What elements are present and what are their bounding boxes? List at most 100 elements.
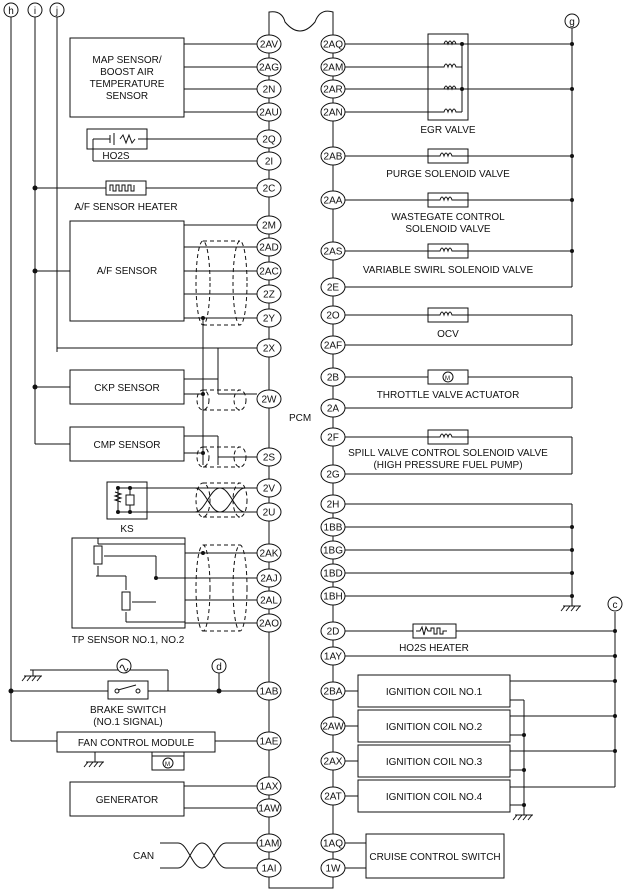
pin-right-1aq: 1AQ: [320, 833, 346, 853]
ground-icon: [83, 752, 104, 768]
pin-right-2a: 2A: [320, 398, 346, 418]
pin-right-2f: 2F: [320, 427, 346, 447]
shielded-wire-icon: [195, 240, 248, 326]
svg-text:CRUISE CONTROL SWITCH: CRUISE CONTROL SWITCH: [369, 852, 500, 863]
solenoid-coil-icon: [440, 108, 462, 114]
pin-left-2ao: 2AO: [256, 613, 282, 633]
pin-right-2ar: 2AR: [320, 79, 346, 99]
svg-text:A/F SENSOR: A/F SENSOR: [97, 266, 158, 277]
svg-text:2AK: 2AK: [260, 549, 279, 560]
svg-text:2B: 2B: [327, 373, 340, 384]
pin-left-2aj: 2AJ: [256, 568, 282, 588]
ckp-sensor: CKP SENSOR: [32, 369, 257, 411]
pin-right-1w: 1W: [320, 858, 346, 878]
svg-text:2Q: 2Q: [262, 135, 276, 146]
svg-text:2AQ: 2AQ: [323, 40, 343, 51]
pin-left-2s: 2S: [256, 447, 282, 467]
pin-left-2ak: 2AK: [256, 543, 282, 563]
pin-right-2aq: 2AQ: [320, 34, 346, 54]
pin-right-2b: 2B: [320, 367, 346, 387]
heater-element-icon: [416, 625, 447, 636]
svg-text:2V: 2V: [263, 484, 276, 495]
ho2s-heater: HO2S HEATER: [345, 623, 617, 658]
pin-right-2ba: 2BA: [320, 681, 346, 701]
svg-text:2U: 2U: [263, 508, 276, 519]
pin-left-2al: 2AL: [256, 590, 282, 610]
svg-text:2H: 2H: [327, 500, 340, 511]
cmp-sensor: CMP SENSOR: [35, 426, 257, 468]
svg-text:KS: KS: [120, 524, 134, 535]
svg-text:M: M: [165, 762, 170, 768]
svg-text:CKP SENSOR: CKP SENSOR: [94, 383, 159, 394]
ground-icon: [21, 670, 42, 682]
ocv: OCV: [345, 307, 573, 346]
svg-text:2AU: 2AU: [259, 108, 278, 119]
pin-left-1ax: 1AX: [256, 776, 282, 796]
solenoid-coil-icon: [428, 247, 468, 253]
svg-text:2Y: 2Y: [263, 314, 276, 325]
svg-text:2E: 2E: [327, 283, 340, 294]
shielded-wire-icon: [196, 446, 247, 468]
ref-i: i: [27, 2, 43, 18]
svg-text:MAP SENSOR/: MAP SENSOR/: [92, 55, 161, 66]
svg-text:2I: 2I: [265, 157, 273, 168]
pin-left-2ag: 2AG: [256, 57, 282, 77]
svg-text:2AM: 2AM: [323, 63, 344, 74]
pin-right-1bb: 1BB: [320, 517, 346, 537]
pin-right-2an: 2AN: [320, 102, 346, 122]
svg-text:1AY: 1AY: [324, 652, 342, 663]
svg-text:IGNITION COIL NO.4: IGNITION COIL NO.4: [386, 792, 483, 803]
pin-right-2ab: 2AB: [320, 146, 346, 166]
pin-left-1am: 1AM: [256, 833, 282, 853]
pin-left-2y: 2Y: [256, 308, 282, 328]
svg-text:d: d: [216, 662, 222, 673]
ground-icon: [560, 605, 581, 612]
svg-text:IGNITION COIL NO.3: IGNITION COIL NO.3: [386, 757, 483, 768]
svg-text:SOLENOID VALVE: SOLENOID VALVE: [405, 224, 491, 235]
pin-right-2at: 2AT: [320, 786, 346, 806]
ref-c: c: [607, 596, 623, 612]
svg-text:2A: 2A: [327, 404, 340, 415]
svg-text:1AW: 1AW: [258, 804, 280, 815]
ground-icon: [512, 814, 533, 821]
ref-h: h: [3, 2, 19, 18]
pin-left-2u: 2U: [256, 502, 282, 522]
ignition-coil-2: IGNITION COIL NO.2: [345, 709, 617, 743]
pin-right-2ax: 2AX: [320, 751, 346, 771]
svg-text:2W: 2W: [262, 395, 278, 406]
svg-text:1W: 1W: [326, 864, 342, 875]
purge-solenoid-valve: PURGE SOLENOID VALVE: [345, 148, 574, 180]
brake-switch: BRAKE SWITCH (NO.1 SIGNAL): [8, 658, 257, 728]
svg-text:2AL: 2AL: [260, 596, 278, 607]
svg-text:OCV: OCV: [437, 329, 459, 340]
svg-text:TEMPERATURE: TEMPERATURE: [90, 79, 165, 90]
svg-text:2M: 2M: [262, 221, 276, 232]
svg-text:PURGE SOLENOID VALVE: PURGE SOLENOID VALVE: [386, 169, 510, 180]
ref-d: d: [211, 658, 227, 674]
shielded-wire-icon: [195, 544, 248, 632]
svg-text:2AT: 2AT: [324, 792, 342, 803]
pin-left-2av: 2AV: [256, 34, 282, 54]
pcm-right-connector: 2AQ2AM2AR2AN2AB2AA2AS2E2O2AF2B2A2F2G2H1B…: [320, 34, 346, 878]
svg-text:g: g: [569, 17, 575, 28]
svg-text:2AS: 2AS: [324, 247, 343, 258]
svg-text:2Z: 2Z: [263, 290, 275, 301]
svg-text:2C: 2C: [263, 184, 276, 195]
svg-text:2AF: 2AF: [324, 341, 342, 352]
svg-text:2AD: 2AD: [259, 243, 278, 254]
pin-left-2v: 2V: [256, 478, 282, 498]
pin-left-2ac: 2AC: [256, 261, 282, 281]
motor-icon: [162, 757, 174, 769]
pin-left-1aw: 1AW: [256, 798, 282, 818]
svg-text:(NO.1 SIGNAL): (NO.1 SIGNAL): [93, 717, 162, 728]
svg-text:VARIABLE SWIRL SOLENOID VALVE: VARIABLE SWIRL SOLENOID VALVE: [363, 265, 534, 276]
svg-text:CAN: CAN: [133, 851, 154, 862]
svg-text:2AX: 2AX: [324, 757, 343, 768]
pin-right-2g: 2G: [320, 464, 346, 484]
ref-j: j: [49, 2, 65, 18]
svg-text:EGR VALVE: EGR VALVE: [420, 125, 476, 136]
pin-left-2q: 2Q: [256, 129, 282, 149]
svg-text:FAN CONTROL MODULE: FAN CONTROL MODULE: [78, 738, 195, 749]
svg-text:1BD: 1BD: [323, 569, 342, 580]
